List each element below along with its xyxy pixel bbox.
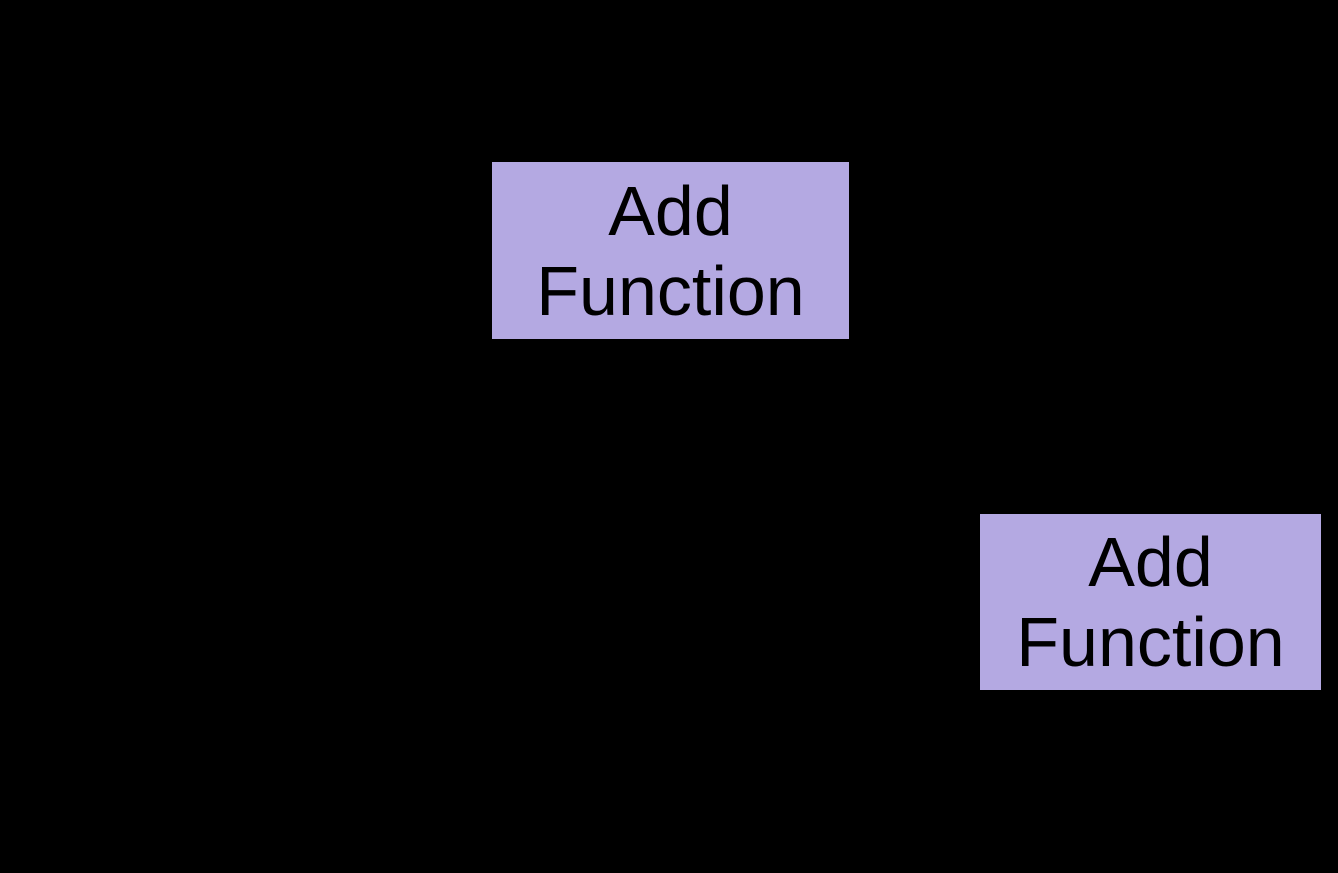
add-function-button-top[interactable]: Add Function bbox=[492, 162, 849, 339]
add-function-button-bottom[interactable]: Add Function bbox=[980, 514, 1321, 690]
add-function-button-bottom-label: Add Function bbox=[1016, 523, 1285, 681]
add-function-button-top-label: Add Function bbox=[536, 171, 805, 330]
